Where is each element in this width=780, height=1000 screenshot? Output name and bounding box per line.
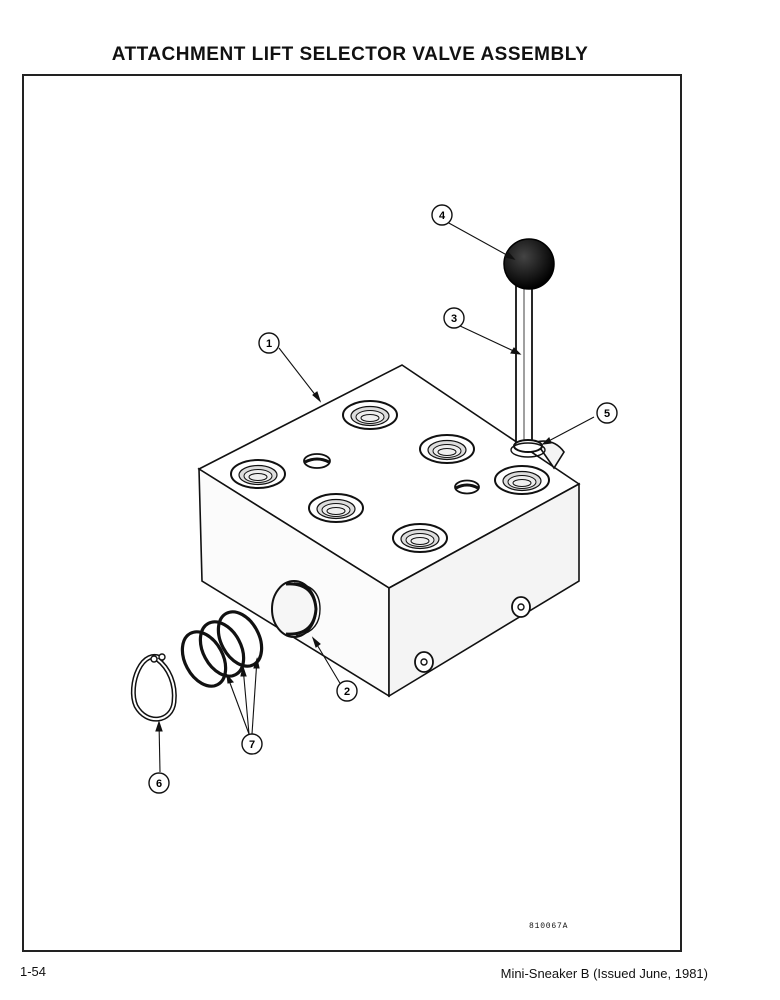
valve-ports: [230, 400, 550, 553]
port: [230, 459, 286, 489]
page-number: 1-54: [20, 964, 47, 979]
screw: [414, 651, 434, 673]
port: [342, 400, 398, 430]
small-hole: [303, 453, 331, 469]
snap-ring: [130, 653, 177, 722]
port: [308, 493, 364, 523]
o-ring: [216, 610, 264, 668]
page-title: ATTACHMENT LIFT SELECTOR VALVE ASSEMBLY: [111, 44, 589, 65]
svg-text:5: 5: [604, 408, 610, 420]
drawing-number: 810067A: [529, 922, 569, 931]
port: [392, 523, 448, 553]
lever-knob: [503, 238, 555, 290]
svg-text:7: 7: [249, 739, 255, 751]
leader-lines: [155, 221, 595, 773]
o-ring: [198, 620, 246, 678]
valve-body-right-face: [388, 482, 580, 698]
svg-text:1: 1: [266, 338, 272, 350]
lever-seal: [513, 439, 543, 453]
plug: [271, 580, 321, 638]
callout-7: 7: [241, 733, 263, 755]
diagram-frame: 1 2 3 4 5 6 7 810067A: [22, 74, 682, 952]
svg-text:3: 3: [451, 313, 457, 325]
svg-text:6: 6: [156, 778, 162, 790]
publication-info: Mini-Sneaker B (Issued June, 1981): [500, 966, 708, 981]
port: [494, 465, 550, 495]
lever-handle: [510, 280, 546, 458]
svg-text:2: 2: [344, 686, 350, 698]
small-hole: [454, 479, 480, 495]
callout-3: 3: [443, 307, 465, 329]
port: [419, 434, 475, 464]
callout-4: 4: [431, 204, 453, 226]
callout-6: 6: [148, 772, 170, 794]
side-screws: [414, 596, 531, 673]
svg-text:4: 4: [439, 210, 446, 222]
screw: [511, 596, 531, 618]
callout-5: 5: [596, 402, 618, 424]
o-rings: [180, 610, 264, 688]
callout-2: 2: [336, 680, 358, 702]
o-ring: [180, 630, 228, 688]
valve-assembly-diagram: 1 2 3 4 5 6 7: [130, 204, 618, 794]
callout-1: 1: [258, 332, 280, 354]
